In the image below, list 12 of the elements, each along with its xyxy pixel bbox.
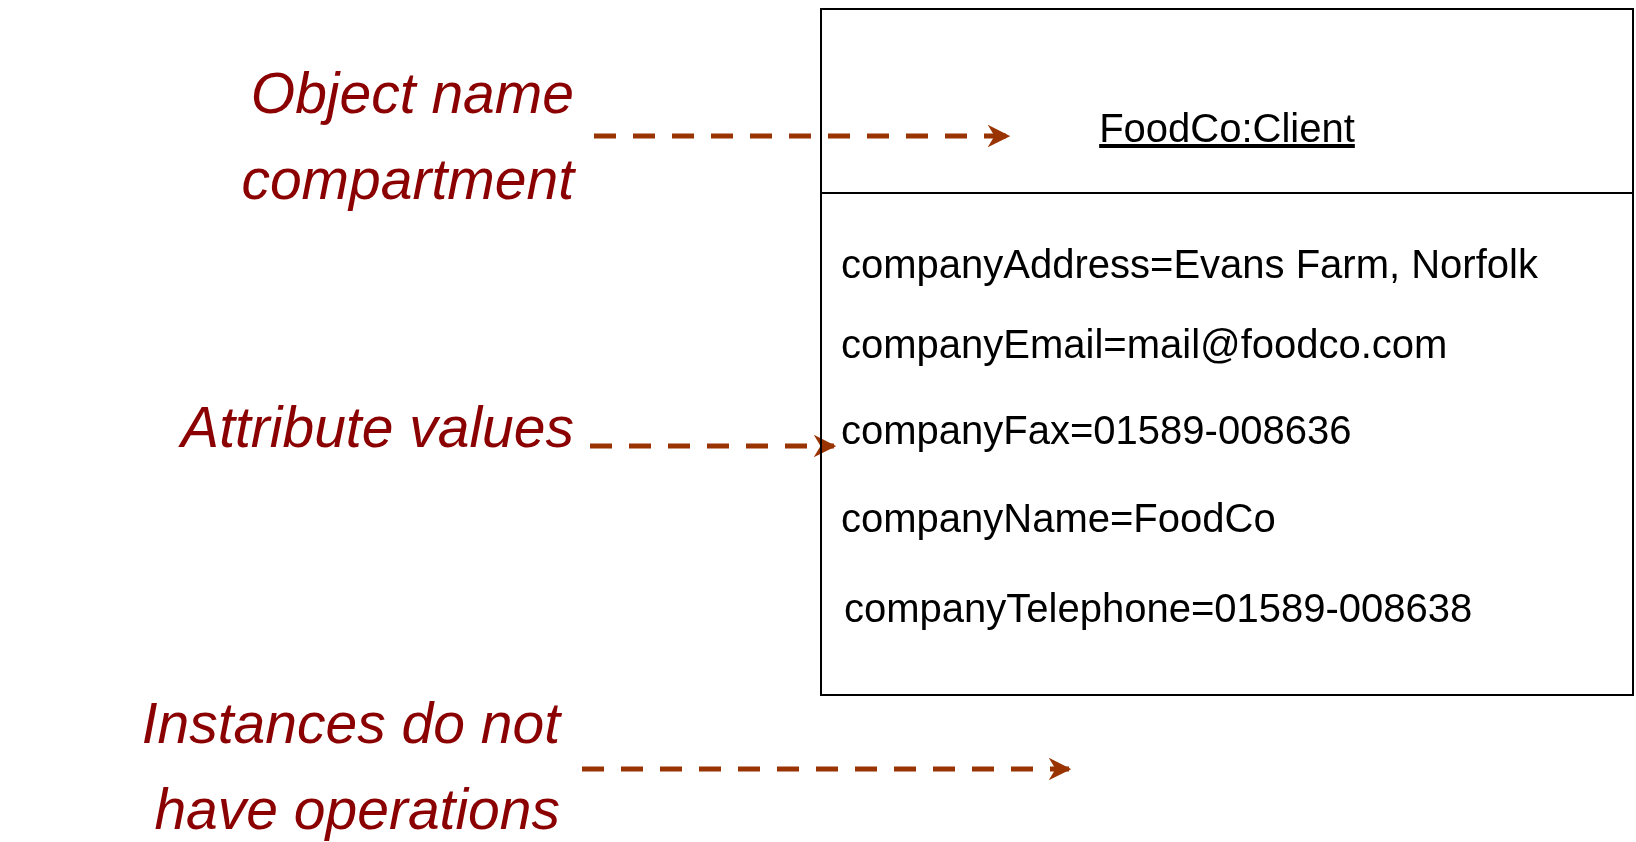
attribute-value: companyEmail=mail@foodco.com bbox=[841, 322, 1448, 367]
attribute-value: companyAddress=Evans Farm, Norfolk bbox=[841, 242, 1538, 287]
attribute-value: companyName=FoodCo bbox=[841, 496, 1276, 541]
leader-arrow bbox=[590, 434, 837, 458]
attribute-value: companyFax=01589-008636 bbox=[841, 408, 1352, 453]
annotation-text: Object name compartment bbox=[241, 61, 574, 211]
leader-arrow bbox=[594, 124, 1011, 148]
attribute-value: companyTelephone=01589-008638 bbox=[844, 586, 1473, 631]
annotation-text: Instances do not have operations bbox=[141, 691, 560, 841]
object-name: FoodCo:Client bbox=[1099, 106, 1355, 151]
leader-arrow bbox=[582, 757, 1072, 781]
object-box bbox=[820, 8, 1634, 696]
